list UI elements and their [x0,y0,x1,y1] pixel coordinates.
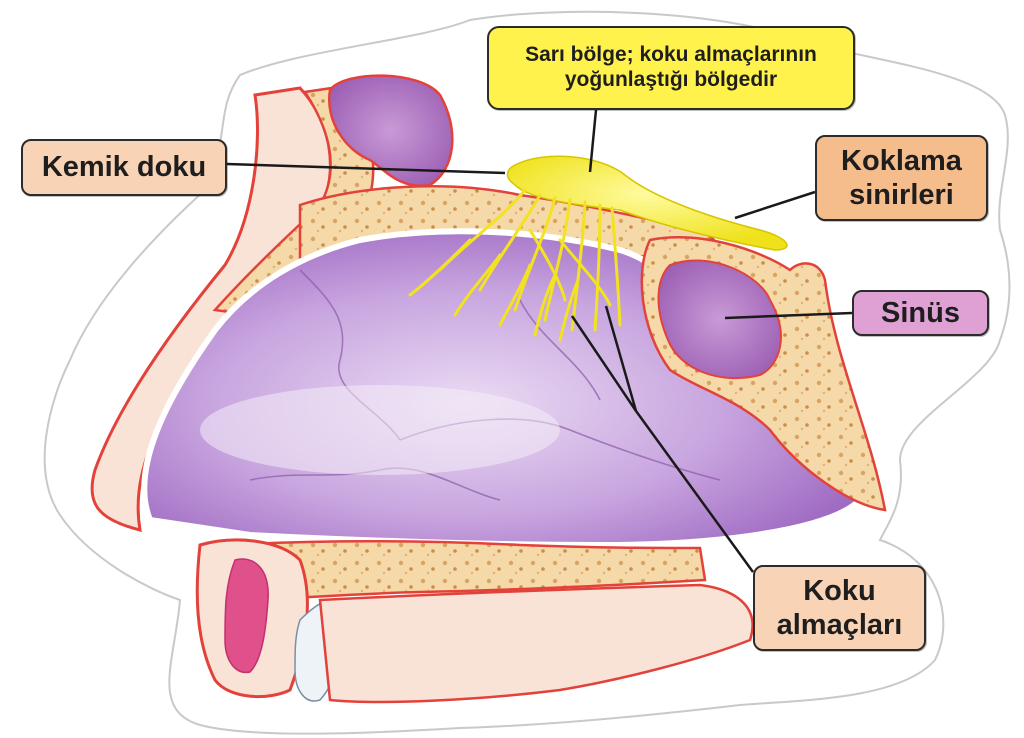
cavity-highlight [200,385,560,475]
label-koku-almaclari: Koku almaçları [753,565,926,651]
palate-floor [318,583,754,704]
leader-lines [226,109,853,573]
olfactory-receptor-fibers [408,188,622,342]
label-kemik-doku: Kemik doku [21,139,227,196]
label-sinus: Sinüs [852,290,989,336]
frontal-sinus [327,74,454,188]
hard-palate [223,540,707,602]
label-sari-bolge: Sarı bölge; koku almaçlarının yoğunlaştı… [487,26,855,110]
label-koklama-sinirleri: Koklama sinirleri [815,135,988,221]
sphenoid-sinus [657,259,782,380]
lip-muscle [224,558,269,674]
